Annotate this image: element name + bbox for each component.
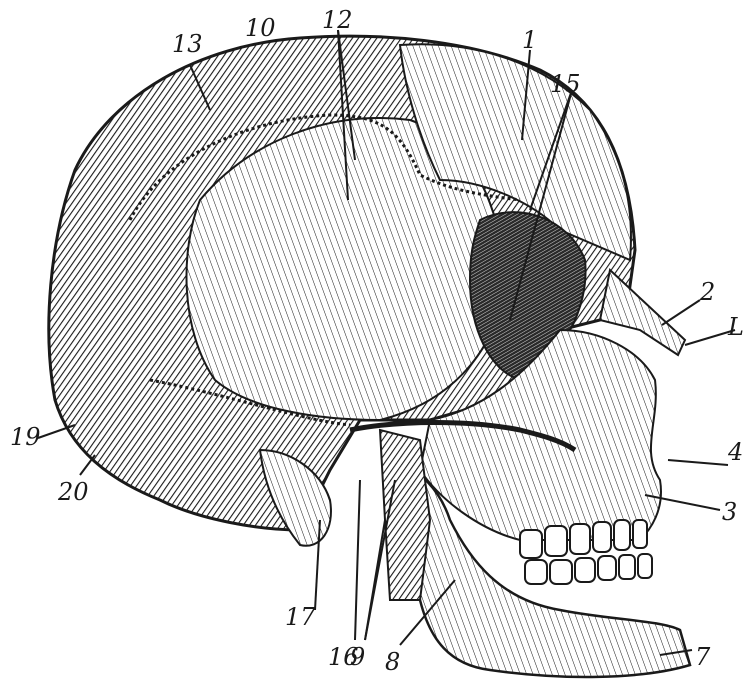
label-19: 19	[10, 423, 41, 451]
label-8: 8	[385, 648, 400, 676]
label-2: 2	[699, 278, 715, 306]
label-13: 13	[172, 30, 203, 58]
label-17: 17	[285, 603, 316, 631]
label-12: 12	[322, 6, 353, 34]
label-15: 15	[550, 70, 581, 98]
label-4: 4	[727, 438, 743, 466]
label-l: L	[727, 313, 744, 341]
label-20: 20	[57, 478, 89, 506]
label-3: 3	[722, 498, 737, 526]
label-10: 10	[245, 14, 276, 42]
label-16: 16	[328, 643, 359, 671]
label-7: 7	[695, 643, 711, 671]
label-1: 1	[522, 26, 537, 54]
